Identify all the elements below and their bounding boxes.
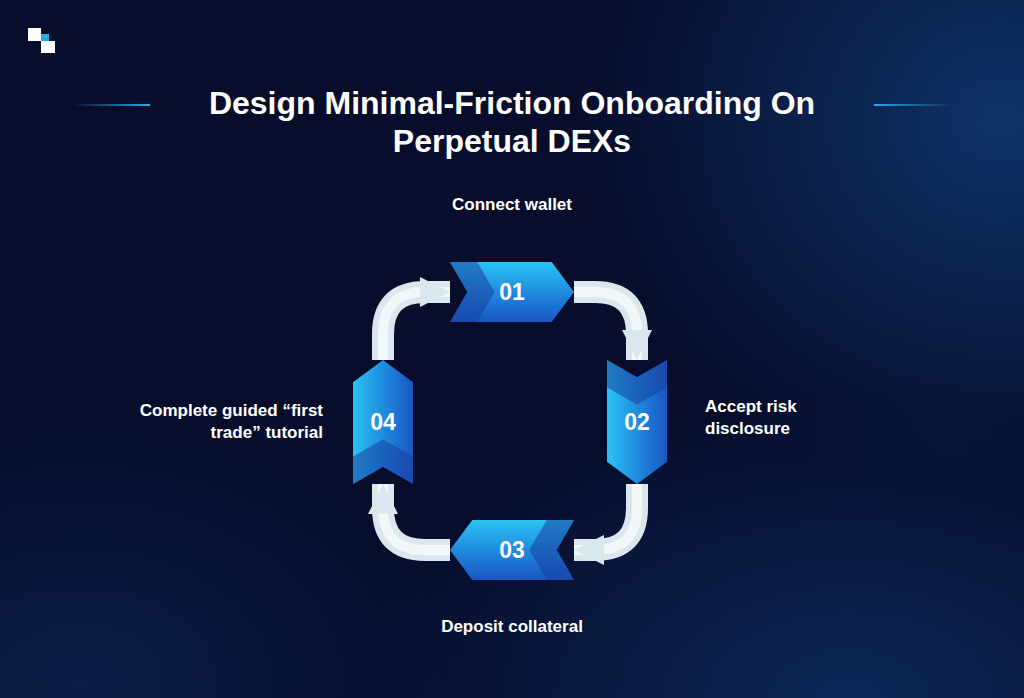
loop-connector xyxy=(574,292,637,360)
step-label: Accept risk disclosure xyxy=(705,396,835,440)
step-chevron: 02Accept risk disclosure xyxy=(607,360,667,484)
step-chevron: 01Connect wallet xyxy=(450,262,574,322)
logo xyxy=(28,28,55,53)
title: Design Minimal-Friction Onboarding On Pe… xyxy=(202,84,822,160)
step-label: Complete guided “first trade” tutorial xyxy=(133,400,323,444)
step-number: 03 xyxy=(450,520,574,580)
step-number: 04 xyxy=(353,360,413,484)
step-label: Deposit collateral xyxy=(441,616,583,638)
title-rule xyxy=(72,104,150,106)
step-chevron: 03Deposit collateral xyxy=(450,520,574,580)
loop-connector xyxy=(383,484,450,550)
loop-connector xyxy=(574,484,637,550)
step-chevron: 04Complete guided “first trade” tutorial xyxy=(353,360,413,484)
title-rule xyxy=(874,104,952,106)
step-number: 01 xyxy=(450,262,574,322)
step-label: Connect wallet xyxy=(452,194,572,216)
step-number: 02 xyxy=(607,360,667,484)
loop-connector xyxy=(383,292,450,360)
